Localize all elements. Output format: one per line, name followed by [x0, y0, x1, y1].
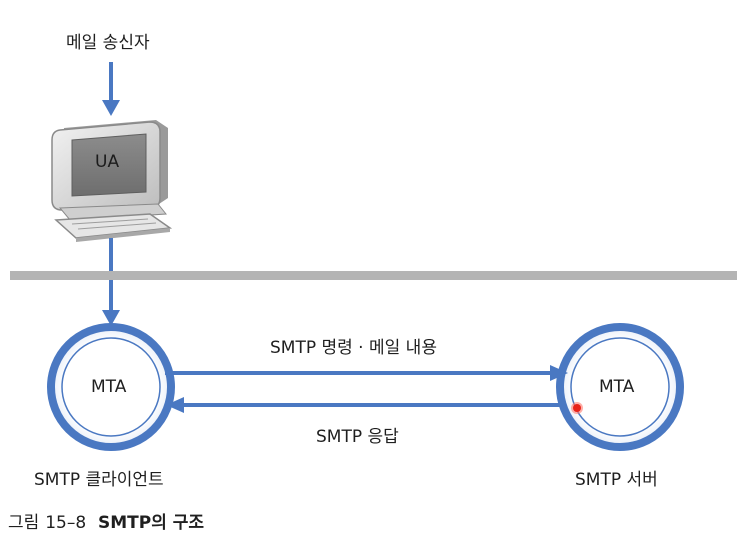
computer-icon [51, 120, 173, 242]
smtp-server-caption: SMTP 서버 [575, 470, 658, 490]
smtp-command-arrow [165, 365, 568, 381]
ua-label: UA [95, 152, 120, 172]
mta-server-node [556, 323, 684, 451]
mta-client-label: MTA [91, 377, 127, 397]
sender-label: 메일 송신자 [66, 33, 150, 53]
mta-client-node [47, 323, 175, 451]
figure-caption: 그림 15–8 SMTP의 구조 [8, 508, 204, 533]
ua-to-mta-arrow [102, 238, 120, 326]
smtp-client-caption: SMTP 클라이언트 [34, 470, 164, 490]
network-divider [10, 271, 737, 280]
figure-number: 15–8 [45, 513, 87, 533]
mta-server-label: MTA [599, 377, 635, 397]
sender-to-ua-arrow [102, 62, 120, 116]
smtp-reply-arrow [166, 397, 566, 413]
figure-title: SMTP의 구조 [98, 513, 205, 533]
smtp-reply-label: SMTP 응답 [316, 427, 399, 447]
figure-prefix: 그림 [8, 513, 40, 533]
smtp-command-label: SMTP 명령 · 메일 내용 [270, 338, 437, 358]
marker-dot [571, 402, 583, 414]
